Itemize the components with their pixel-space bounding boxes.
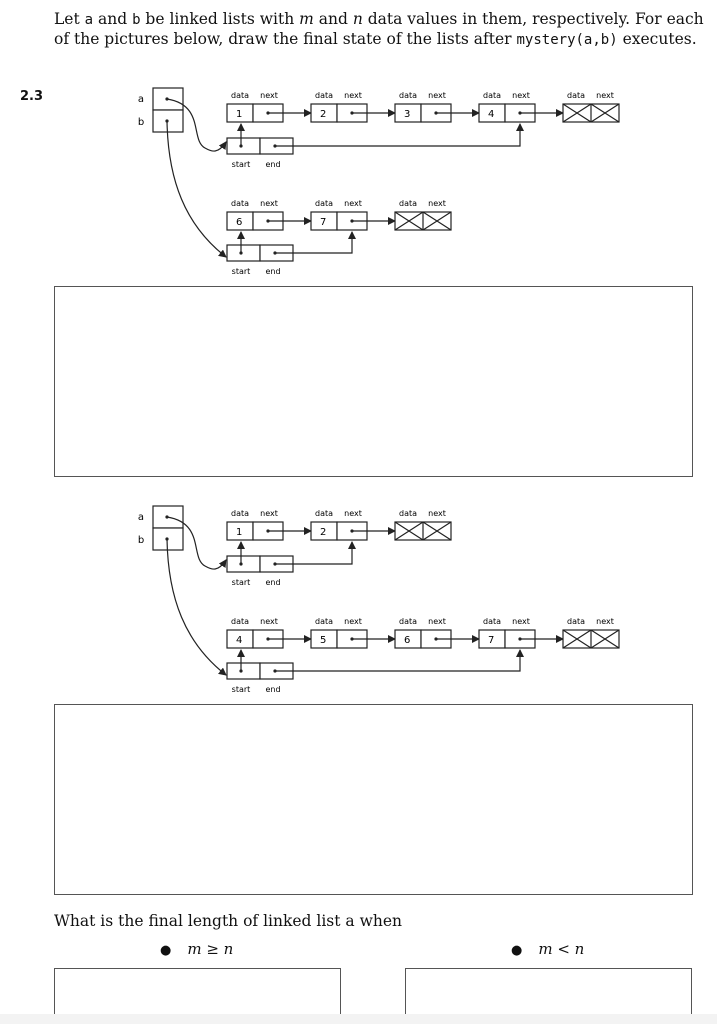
diagram1-list-a-node-4-data-header: data	[483, 91, 501, 100]
diagram1-list-b-null-next-header: next	[428, 199, 446, 208]
diagram1-header-b-end-label: end	[265, 267, 280, 276]
diagram2-header-a-end-arrow	[275, 541, 356, 565]
var-m: m	[299, 10, 314, 28]
answer-box-m-ge-n[interactable]	[54, 968, 341, 1018]
diagram1-header-a-end-label: end	[265, 160, 280, 169]
diagram1-list-a-null-next-header: next	[596, 91, 614, 100]
case-m-ge-n: ●m ≥ n	[160, 940, 234, 958]
diagram2-var-a-pointer	[166, 516, 227, 570]
mystery-call: mystery(a,b)	[516, 32, 618, 48]
var-n: n	[352, 10, 363, 28]
diagram2-header-b-start-dot	[239, 669, 243, 673]
linked-list-diagram-2: a b data next 1 data next 2 data next data next 4 dat…	[138, 505, 620, 694]
diagram1-list-a-node-4-next-header: next	[512, 91, 530, 100]
diagram2-list-a-node-2-next-header: next	[344, 509, 362, 518]
var-a-code: a	[84, 12, 94, 28]
diagram2-header-a-start-label: start	[232, 578, 251, 587]
diagram1-list-a-node-1-value: 1	[236, 109, 242, 120]
diagram1-list-a-node-3-value: 3	[404, 109, 410, 120]
diagram2-header-b-end-arrow	[275, 649, 524, 672]
diagram2-list-b-node-2-data-header: data	[315, 617, 333, 626]
diagram1-list-b-node-1-value: 6	[236, 217, 242, 228]
final-length-question: What is the final length of linked list …	[54, 912, 402, 930]
diagram2-list-a-node-2-data-header: data	[315, 509, 333, 518]
diagram2-list-b-node-4-value: 7	[488, 635, 494, 646]
diagram1-list-b-node-1-data-header: data	[231, 199, 249, 208]
diagram1-header-b-start-dot	[239, 251, 243, 255]
diagram1-header-b-start-label: start	[232, 267, 251, 276]
diagram1-list-a-node-2-data-header: data	[315, 91, 333, 100]
diagram1-list-b-null-null-cross-left	[394, 211, 424, 231]
diagram1-list-a-node-3-next-header: next	[428, 91, 446, 100]
diagram2-header-a-start-cell	[226, 555, 261, 573]
diagram2-var-a-label: a	[138, 512, 144, 523]
diagram2-list-a-node-1-data-header: data	[231, 509, 249, 518]
diagram1-list-a-node-1-data-header: data	[231, 91, 249, 100]
diagram1-header-b-start-cell	[226, 244, 261, 262]
diagram2-list-b-node-1-data-header: data	[231, 617, 249, 626]
diagram2-header-a-start-dot	[239, 562, 243, 566]
question-number: 2.3	[20, 89, 44, 104]
problem-statement: Let a and b be linked lists with m and n…	[54, 10, 704, 48]
diagram2-list-b-null-null-cross-right	[590, 629, 620, 649]
diagram1-var-a-label: a	[138, 94, 144, 105]
linked-list-diagram-1: a b data next 1 data next 2 data next 3 data next 4 da…	[138, 87, 620, 276]
diagram2-list-b-node-2-value: 5	[320, 635, 326, 646]
diagram1-list-b-node-2-next-header: next	[344, 199, 362, 208]
diagram1-list-b-null-null-cross-right	[422, 211, 452, 231]
diagram2-list-b-node-3-value: 6	[404, 635, 410, 646]
diagram2-list-b-null-next-header: next	[596, 617, 614, 626]
diagram1-list-a-node-2-next-header: next	[344, 91, 362, 100]
diagram1-list-a-null-null-cross-right	[590, 103, 620, 123]
diagram1-list-a-node-1-next-header: next	[260, 91, 278, 100]
diagram2-list-b-node-3-data-header: data	[399, 617, 417, 626]
diagram2-list-b-node-1-next-header: next	[260, 617, 278, 626]
diagram1-list-b-node-2-data-header: data	[315, 199, 333, 208]
diagram1-header-a-start-cell	[226, 137, 261, 155]
diagram1-header-a-start-label: start	[232, 160, 251, 169]
diagram1-list-a-null-null-cross-left	[562, 103, 592, 123]
diagram2-list-a-null-null-cross-right	[422, 521, 452, 541]
diagram1-var-b-label: b	[138, 117, 144, 128]
diagram2-list-b-node-1-value: 4	[236, 635, 242, 646]
case-m-lt-n: ●m < n	[511, 940, 585, 958]
diagram2-list-a-null-data-header: data	[399, 509, 417, 518]
diagram1-list-a-null-data-header: data	[567, 91, 585, 100]
diagram1-header-a-end-arrow	[275, 123, 524, 147]
diagram2-list-b-node-2-next-header: next	[344, 617, 362, 626]
diagram2-list-a-null-null-cross-left	[394, 521, 424, 541]
diagram2-var-b-label: b	[138, 535, 144, 546]
diagram1-var-a-pointer	[166, 98, 227, 152]
diagram1-list-a-node-2-value: 2	[320, 109, 326, 120]
diagram2-list-b-null-null-cross-left	[562, 629, 592, 649]
diagram1-list-a-node-3-data-header: data	[399, 91, 417, 100]
diagram1-list-a-node-4-value: 4	[488, 109, 494, 120]
diagram1-list-b-node-1-next-header: next	[260, 199, 278, 208]
page-bottom-edge	[0, 1014, 717, 1024]
diagram2-list-a-node-1-value: 1	[236, 527, 242, 538]
diagram2-header-b-start-cell	[226, 662, 261, 680]
diagram2-list-b-node-3-next-header: next	[428, 617, 446, 626]
diagram1-var-b-pointer	[166, 120, 227, 258]
var-b-code: b	[132, 12, 141, 28]
diagram2-var-b-pointer	[166, 538, 227, 676]
diagram1-header-a-start-dot	[239, 144, 243, 148]
answer-box-1[interactable]	[54, 286, 693, 477]
diagram2-list-a-node-2-value: 2	[320, 527, 326, 538]
answer-box-2[interactable]	[54, 704, 693, 895]
diagram2-list-b-node-4-data-header: data	[483, 617, 501, 626]
diagram2-list-a-null-next-header: next	[428, 509, 446, 518]
diagram1-header-b-end-arrow	[275, 231, 356, 254]
answer-box-m-lt-n[interactable]	[405, 968, 692, 1018]
diagram2-header-b-start-label: start	[232, 685, 251, 694]
diagram1-list-b-null-data-header: data	[399, 199, 417, 208]
diagram2-list-b-node-4-next-header: next	[512, 617, 530, 626]
diagram2-list-a-node-1-next-header: next	[260, 509, 278, 518]
diagram1-list-b-node-2-value: 7	[320, 217, 326, 228]
diagram2-list-b-null-data-header: data	[567, 617, 585, 626]
diagram2-header-a-end-label: end	[265, 578, 280, 587]
diagram2-header-b-end-label: end	[265, 685, 280, 694]
